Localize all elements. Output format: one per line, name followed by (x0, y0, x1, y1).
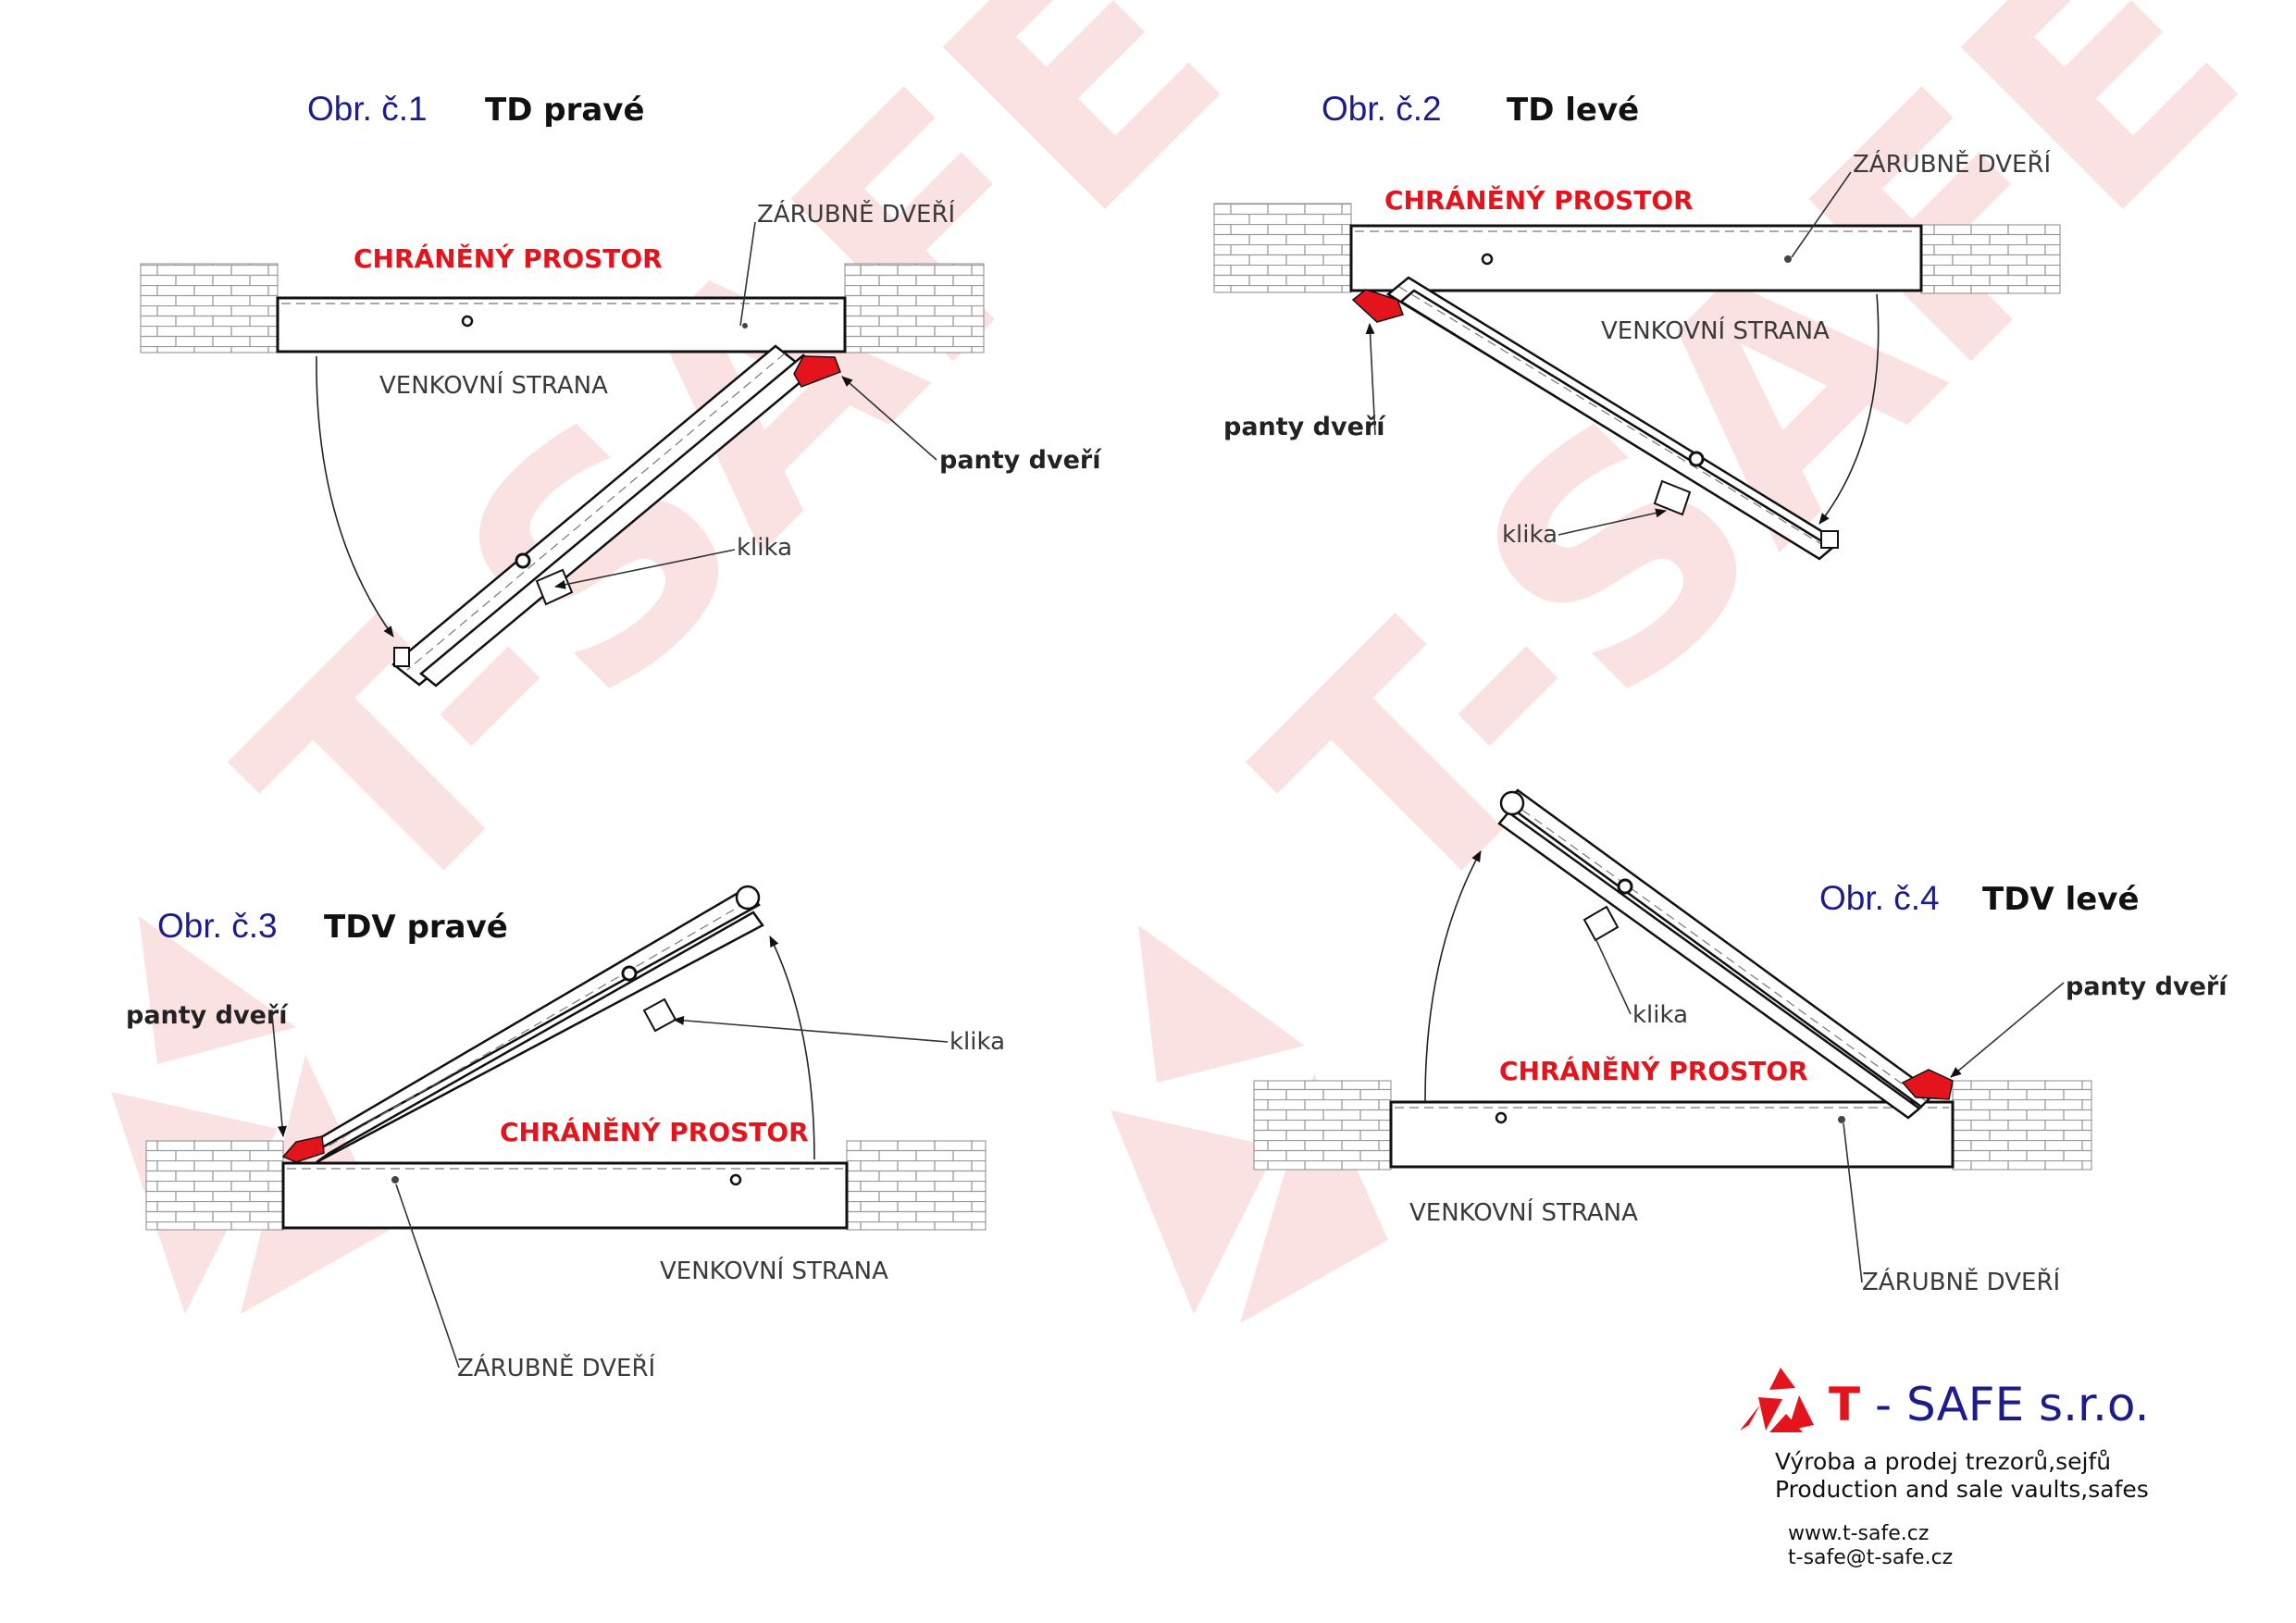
figure-3-wall-right (846, 1140, 987, 1231)
figure-3-hinges-label: panty dveří (126, 1001, 289, 1030)
figure-1-handle-label: klika (737, 534, 792, 562)
figure-3-type: TDV pravé (324, 909, 508, 946)
figure-3-hinge (281, 1135, 325, 1163)
figure-2-door-leaf (1385, 276, 1839, 561)
figure-3-door-frame (281, 1161, 849, 1230)
company-tagline-en: Production and sale vaults,safes (1775, 1476, 2149, 1503)
figure-2-number: Obr. č.2 (1322, 90, 1442, 128)
figure-4-frame-label: ZÁRUBNĚ DVEŘÍ (1862, 1267, 2060, 1296)
figure-3-frame-label: ZÁRUBNĚ DVEŘÍ (457, 1353, 655, 1382)
figure-3-door-leaf (304, 885, 764, 1164)
figure-2-outside-label: VENKOVNÍ STRANA (1601, 316, 1830, 345)
figure-2-hinges-label: panty dveří (1223, 413, 1386, 441)
figure-3-swing-arc (769, 935, 815, 1160)
company-name-rest: - SAFE s.r.o. (1860, 1378, 2149, 1431)
figure-2-frame-label: ZÁRUBNĚ DVEŘÍ (1853, 149, 2051, 179)
figure-1-door-frame (276, 296, 847, 353)
figure-2-hinge (1351, 289, 1404, 323)
figure-2-protected-label: CHRÁNĚNÝ PROSTOR (1384, 184, 1694, 216)
figure-4-protected-label: CHRÁNĚNÝ PROSTOR (1499, 1055, 1808, 1086)
figure-4-swing-arc (1424, 850, 1482, 1102)
company-block: T - SAFE s.r.o. Výroba a prodej trezorů,… (1740, 1368, 2149, 1569)
figure-1-protected-label: CHRÁNĚNÝ PROSTOR (354, 242, 663, 274)
figure-1-number: Obr. č.1 (307, 90, 428, 128)
company-web-link[interactable]: www.t-safe.cz (1788, 1522, 1929, 1545)
figure-2-wall-right (1920, 224, 2061, 294)
figure-3: Obr. č.3 TDV pravé CHRÁNĚNÝ PROSTOR VENK… (126, 885, 1005, 1382)
figure-4-wall-left (1253, 1080, 1392, 1171)
figure-4-door-frame (1389, 1100, 1955, 1169)
figure-1: Obr. č.1 TD pravé CHRÁNĚNÝ PROSTOR VENKO… (140, 90, 1102, 688)
company-tagline-cz: Výroba a prodej trezorů,sejfů (1775, 1448, 2111, 1475)
figure-3-number: Obr. č.3 (157, 907, 278, 945)
figure-2-wall-left (1213, 203, 1352, 293)
figure-4: Obr. č.4 TDV levé CHRÁNĚNÝ PROSTOR VENKO… (1253, 788, 2228, 1296)
figure-4-handle-label: klika (1632, 1001, 1688, 1029)
tsafe-logo-icon (1740, 1368, 1814, 1432)
company-email-link[interactable]: t-safe@t-safe.cz (1788, 1546, 1953, 1569)
figure-2-type: TD levé (1507, 92, 1639, 129)
figure-4-outside-label: VENKOVNÍ STRANA (1409, 1197, 1638, 1227)
figure-3-handle-label: klika (949, 1028, 1005, 1056)
figure-4-wall-right (1952, 1080, 2092, 1171)
watermark-text-left: T-SAFE (182, 0, 1289, 978)
figure-3-outside-label: VENKOVNÍ STRANA (660, 1256, 888, 1285)
figure-4-type: TDV levé (1982, 881, 2140, 918)
company-name-letter: T (1829, 1378, 1860, 1431)
figure-1-frame-label: ZÁRUBNĚ DVEŘÍ (757, 199, 955, 229)
figure-2-handle-label: klika (1502, 521, 1558, 549)
figure-1-hinges-label: panty dveří (939, 446, 1102, 475)
figure-2-door-frame (1349, 224, 1923, 292)
figure-3-protected-label: CHRÁNĚNÝ PROSTOR (500, 1116, 809, 1147)
figure-2: Obr. č.2 TD levé CHRÁNĚNÝ PROSTOR VENKOV… (1213, 90, 2061, 561)
watermark-logo-left (111, 916, 389, 1314)
figure-1-outside-label: VENKOVNÍ STRANA (379, 370, 608, 400)
figure-3-wall-left (145, 1140, 284, 1231)
figure-4-hinges-label: panty dveří (2066, 973, 2228, 1001)
figure-1-wall-left (140, 263, 279, 353)
watermark-logo-right (1111, 925, 1388, 1323)
company-name: T - SAFE s.r.o. (1829, 1378, 2149, 1431)
figure-4-hinge (1901, 1069, 1954, 1100)
figure-1-door-leaf (391, 344, 820, 688)
figure-4-number: Obr. č.4 (1819, 879, 1940, 917)
figure-1-type: TD pravé (485, 92, 645, 129)
figure-2-swing-arc (1818, 293, 1880, 525)
figure-1-wall-right (844, 263, 985, 353)
figure-1-swing-arc (316, 355, 394, 638)
figure-1-hinge (793, 355, 841, 388)
